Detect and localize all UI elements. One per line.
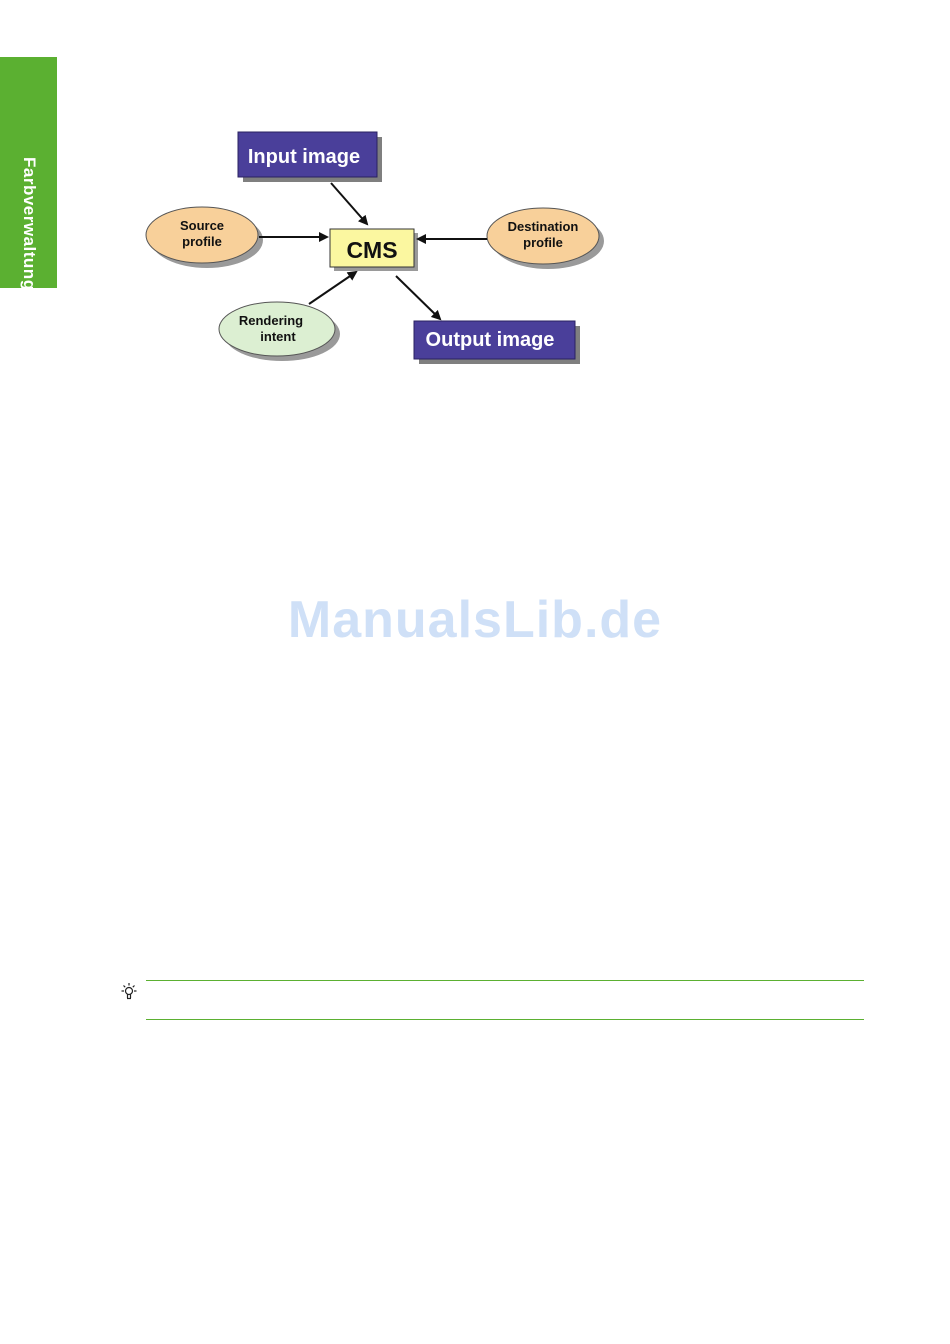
arrow-input-to-cms (331, 183, 367, 224)
input-image-box: Input image (238, 132, 382, 182)
input-image-label: Input image (248, 146, 360, 168)
source-profile-node: Source profile (146, 207, 263, 268)
rendering-intent-node: Rendering intent (219, 302, 340, 361)
tip-rule-top (146, 980, 864, 981)
output-image-label: Output image (426, 329, 555, 351)
rendering-intent-line1: Rendering (239, 313, 303, 328)
output-image-box: Output image (414, 321, 580, 364)
destination-profile-line2: profile (523, 235, 563, 250)
rendering-intent-line2: intent (260, 329, 296, 344)
cms-label: CMS (346, 237, 397, 263)
tip-rule-bottom (146, 1019, 864, 1020)
source-profile-line1: Source (180, 218, 224, 233)
arrow-cms-to-output (396, 276, 440, 319)
source-profile-line2: profile (182, 234, 222, 249)
destination-profile-node: Destination profile (487, 208, 604, 269)
watermark: ManualsLib.de (0, 590, 950, 650)
cms-diagram: Input image Source profile CMS Destinati… (0, 0, 950, 400)
lightbulb-icon (120, 982, 138, 1007)
arrow-intent-to-cms (309, 272, 356, 304)
cms-box: CMS (330, 229, 418, 271)
destination-profile-line1: Destination (508, 219, 579, 234)
